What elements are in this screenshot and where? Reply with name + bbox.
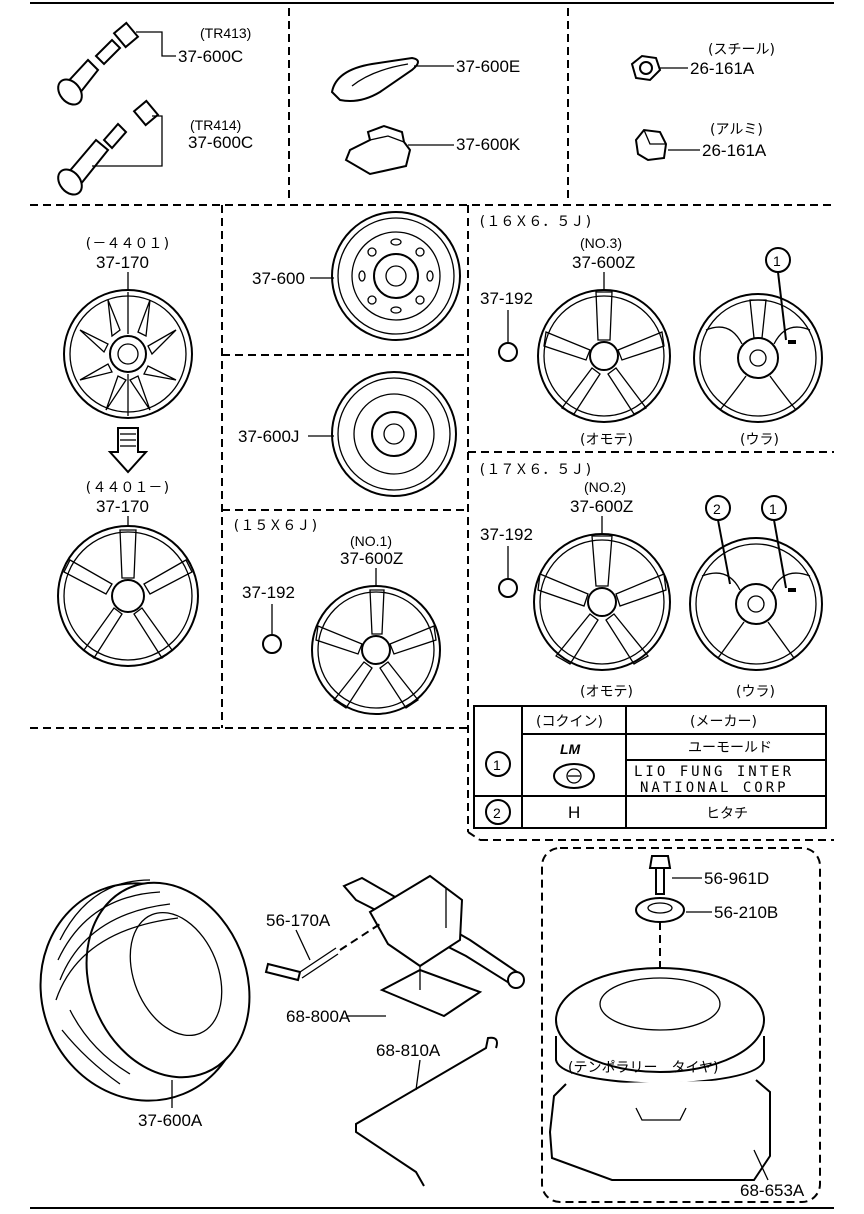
spare-bolt: 56-961D — [648, 855, 769, 895]
maker-table-row3-num: 2 — [493, 805, 501, 821]
jack: 68-800A — [286, 874, 525, 1026]
valve-tr413: (TR413) 37-600C — [57, 21, 251, 106]
spare-tray: 68-653A — [548, 1079, 805, 1200]
alloy-17-back-label: (ウラ) — [736, 684, 775, 700]
spare-bolt-part-no: 56-961D — [704, 869, 769, 888]
alloy-17-ornament: 37-192 — [480, 525, 533, 544]
alloy-17-no: (NO.2) — [584, 479, 626, 495]
steel-wheel-37-600: 37-600 — [252, 211, 461, 341]
maker-table-row3-mark: H — [568, 803, 580, 822]
jack-bolt-part-no: 56-170A — [266, 911, 331, 930]
wheel-cover-early-range: (－４４０１) — [84, 236, 171, 252]
alloy-16-back-label: (ウラ) — [740, 432, 779, 448]
alloy-17-part-no: 37-600Z — [570, 497, 633, 516]
valve-tr414: (TR414) 37-600C — [57, 99, 253, 196]
nut-steel-spec: (スチール) — [708, 42, 775, 58]
maker-table-header-mark: (コクイン) — [536, 714, 603, 730]
nut-alloy-spec: (アルミ) — [710, 122, 763, 138]
steel-wheel-37-600j-part-no: 37-600J — [238, 427, 299, 446]
tire-37-600a: 37-600A — [39, 879, 251, 1130]
weight-e: 37-600E — [330, 56, 520, 102]
wheel-cover-early-part-no: 37-170 — [96, 253, 149, 272]
jack-part-no: 68-800A — [286, 1007, 351, 1026]
alloy-17-size: (１７Ｘ６．５Ｊ) — [478, 462, 593, 478]
maker-table-header-maker: (メーカー) — [690, 714, 757, 730]
tire-37-600a-part-no: 37-600A — [138, 1111, 203, 1130]
lio-fung-logo — [553, 763, 595, 789]
wheel-cover-early: (－４４０１) 37-170 — [63, 236, 193, 419]
alloy-16-callout: 1 — [773, 253, 781, 269]
arrow-down — [107, 427, 149, 474]
alloy-15-part-no: 37-600Z — [340, 549, 403, 568]
spare-washer-part-no: 56-210B — [714, 903, 778, 922]
maker-table-row1-maker: ユーモールド — [688, 740, 772, 756]
maker-table-row2-maker-line1: LIO FUNG INTER — [634, 764, 794, 780]
alloy-16-part-no: 37-600Z — [572, 253, 635, 272]
nut-steel-part-no: 26-161A — [690, 59, 755, 78]
maker-table-row1-mark: LM — [560, 741, 581, 757]
alloy-16-front-label: (オモテ) — [580, 432, 633, 448]
valve-tr413-part-no: 37-600C — [178, 47, 243, 66]
valve-tr414-spec: (TR414) — [190, 117, 241, 133]
wheel-cover-late-range: (４４０１－) — [84, 480, 171, 496]
frame-lines — [30, 2, 834, 1209]
nut-alloy: (アルミ) 26-161A — [634, 122, 767, 162]
maker-table-row3-maker: ヒタチ — [706, 806, 748, 822]
jack-handle-part-no: 68-810A — [376, 1041, 441, 1060]
alloy-16: (１６Ｘ６．５Ｊ) (NO.3) 37-600Z 37-192 (オモテ) — [478, 214, 823, 448]
weight-k-part-no: 37-600K — [456, 135, 521, 154]
spare-tray-part-no: 68-653A — [740, 1181, 805, 1200]
alloy-15-ornament: 37-192 — [242, 583, 295, 602]
jack-handle: 68-810A — [355, 1036, 498, 1187]
jack-bolt: 56-170A — [264, 911, 381, 982]
alloy-16-ornament: 37-192 — [480, 289, 533, 308]
temporary-tire-label: (テンポラリー タイヤ) — [568, 1060, 719, 1076]
temporary-tire: (テンポラリー タイヤ) — [555, 967, 765, 1086]
alloy-16-size: (１６Ｘ６．５Ｊ) — [478, 214, 593, 230]
maker-table-row2-maker-line2: NATIONAL CORP — [640, 780, 789, 796]
nut-alloy-part-no: 26-161A — [702, 141, 767, 160]
weight-k: 37-600K — [344, 124, 521, 176]
alloy-17-front-label: (オモテ) — [580, 684, 633, 700]
valve-tr413-spec: (TR413) — [200, 25, 251, 41]
alloy-17: (１７Ｘ６．５Ｊ) (NO.2) 37-600Z 37-192 (オモテ) 2 — [478, 462, 823, 700]
steel-wheel-37-600j: 37-600J — [238, 371, 457, 497]
maker-table: (コクイン) (メーカー) 1 LM ユーモールド LIO FUNG INTER… — [473, 705, 827, 829]
alloy-15-no: (NO.1) — [350, 533, 392, 549]
nut-steel: (スチール) 26-161A — [630, 42, 775, 82]
alloy-15: (１５Ｘ６Ｊ) (NO.1) 37-600Z 37-192 — [232, 518, 441, 715]
steel-wheel-37-600-part-no: 37-600 — [252, 269, 305, 288]
alloy-15-size: (１５Ｘ６Ｊ) — [232, 518, 319, 534]
maker-table-row1-num: 1 — [493, 757, 501, 773]
valve-tr414-part-no: 37-600C — [188, 133, 253, 152]
wheel-cover-late: (４４０１－) 37-170 — [57, 480, 199, 667]
alloy-17-callout-b: 1 — [769, 501, 777, 517]
weight-e-part-no: 37-600E — [456, 57, 520, 76]
wheel-cover-late-part-no: 37-170 — [96, 497, 149, 516]
alloy-17-callout-a: 2 — [713, 501, 721, 517]
alloy-16-no: (NO.3) — [580, 235, 622, 251]
